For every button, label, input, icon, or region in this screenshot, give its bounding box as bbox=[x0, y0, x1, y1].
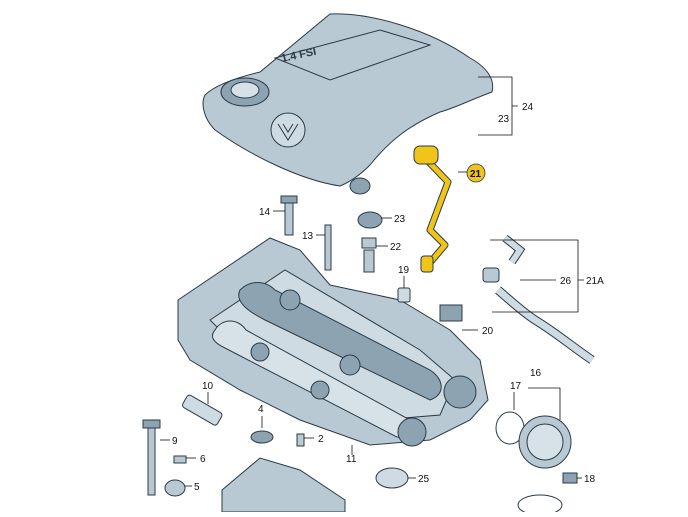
pin-2 bbox=[296, 433, 305, 447]
callout-11: 11 bbox=[346, 454, 357, 465]
bolt-14 bbox=[284, 199, 294, 236]
leader-lines bbox=[160, 171, 582, 487]
spacer-22 bbox=[361, 237, 377, 249]
callout-10: 10 bbox=[202, 381, 214, 392]
callout-5: 5 bbox=[194, 482, 200, 493]
small-parts bbox=[142, 195, 578, 516]
callout-21-highlight bbox=[466, 163, 486, 183]
callout-4: 4 bbox=[258, 404, 264, 415]
callout-19: 19 bbox=[398, 265, 410, 276]
bolt-18 bbox=[562, 472, 578, 484]
callout-23-grommet: 23 bbox=[394, 214, 406, 225]
callout-21a: 21A bbox=[586, 276, 604, 287]
sensor-20 bbox=[439, 304, 463, 322]
callout-20: 20 bbox=[482, 326, 494, 337]
callout-16: 16 bbox=[530, 368, 542, 379]
callout-22: 22 bbox=[390, 242, 402, 253]
cylinder-head bbox=[221, 457, 346, 513]
callout-23-cover: 23 bbox=[498, 114, 510, 125]
callout-14: 14 bbox=[259, 207, 271, 218]
plug-5 bbox=[164, 479, 186, 497]
cylinder-head-cover bbox=[177, 237, 489, 447]
callout-17: 17 bbox=[510, 381, 522, 392]
callout-labels: 24 23 21 14 23 13 22 19 26 21A 20 10 17 … bbox=[172, 102, 604, 493]
bolt-9 bbox=[147, 424, 156, 496]
callout-24: 24 bbox=[522, 102, 534, 113]
callout-25: 25 bbox=[418, 474, 430, 485]
callout-2: 2 bbox=[318, 434, 324, 445]
grommet-23 bbox=[357, 211, 383, 229]
stud-13 bbox=[324, 224, 332, 271]
callout-9: 9 bbox=[172, 436, 178, 447]
engine-cover: 1.4 FSI bbox=[202, 13, 494, 195]
callout-6: 6 bbox=[200, 454, 206, 465]
pin-6 bbox=[173, 455, 187, 464]
callout-21: 21 bbox=[470, 169, 482, 180]
breather-hose-21 bbox=[413, 145, 452, 273]
callout-26: 26 bbox=[560, 276, 572, 287]
breather-hose-21a bbox=[482, 234, 595, 364]
seal-4 bbox=[250, 430, 274, 444]
seal-ring-25 bbox=[375, 467, 409, 489]
sealant-tube-10 bbox=[182, 394, 223, 426]
callout-18: 18 bbox=[584, 474, 596, 485]
cap-19 bbox=[397, 287, 411, 303]
callout-13: 13 bbox=[302, 231, 314, 242]
